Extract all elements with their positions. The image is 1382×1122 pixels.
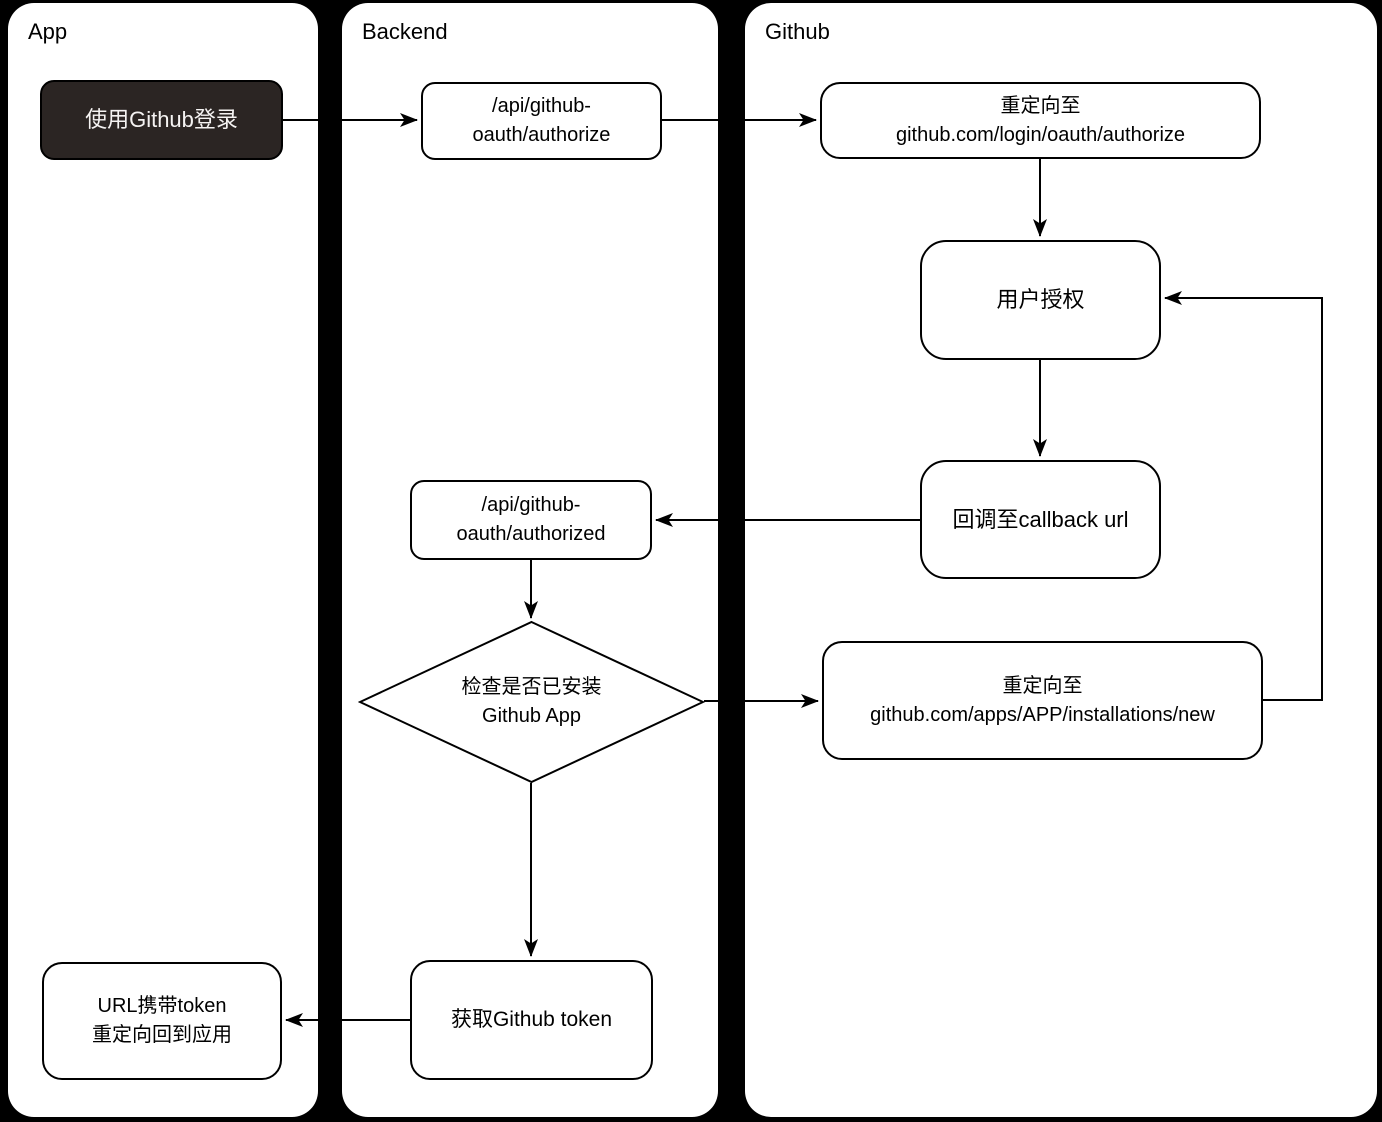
node-url-token-redirect-back-line2: 重定向回到应用 xyxy=(92,1024,232,1046)
node-user-authorize-label: 用户授权 xyxy=(996,287,1085,313)
lane-app: App xyxy=(8,3,318,1117)
node-check-github-app-installed: 检查是否已安装 Github App xyxy=(358,620,705,784)
node-api-github-oauth-authorized-line1: /api/github- xyxy=(481,494,581,516)
node-redirect-github-oauth-authorize-line1: 重定向至 xyxy=(1000,94,1081,117)
decision-diamond-shape xyxy=(358,620,705,784)
node-check-github-app-installed-line1: 检查是否已安装 xyxy=(461,676,602,698)
node-callback-url-label: 回调至callback url xyxy=(952,506,1129,532)
node-user-authorize: 用户授权 xyxy=(920,240,1161,360)
node-url-token-redirect-back: URL携带token 重定向回到应用 xyxy=(42,962,282,1080)
node-redirect-app-installations-new-line2: github.com/apps/APP/installations/new xyxy=(870,703,1215,726)
node-check-github-app-installed-line2: Github App xyxy=(482,705,581,727)
node-redirect-github-oauth-authorize: 重定向至 github.com/login/oauth/authorize xyxy=(820,82,1261,159)
node-login-with-github: 使用Github登录 xyxy=(40,80,283,160)
lane-app-title: App xyxy=(28,19,68,44)
node-api-github-oauth-authorized: /api/github- oauth/authorized xyxy=(410,480,652,560)
node-api-github-oauth-authorize-line1: /api/github- xyxy=(492,95,591,117)
node-login-with-github-label: 使用Github登录 xyxy=(85,107,238,133)
node-redirect-github-oauth-authorize-line2: github.com/login/oauth/authorize xyxy=(895,123,1186,146)
lane-backend-title: Backend xyxy=(362,19,448,44)
node-api-github-oauth-authorized-line2: oauth/authorized xyxy=(456,523,606,545)
node-get-github-token-label: 获取Github token xyxy=(450,1007,613,1031)
node-redirect-app-installations-new: 重定向至 github.com/apps/APP/installations/n… xyxy=(822,641,1263,760)
node-check-github-app-installed-label: 检查是否已安装 Github App xyxy=(358,620,705,784)
node-url-token-redirect-back-line1: URL携带token xyxy=(97,995,227,1017)
node-redirect-app-installations-new-line1: 重定向至 xyxy=(1002,674,1083,697)
node-api-github-oauth-authorize: /api/github- oauth/authorize xyxy=(421,82,662,160)
lane-github-title: Github xyxy=(765,19,830,44)
node-api-github-oauth-authorize-line2: oauth/authorize xyxy=(472,124,611,146)
node-get-github-token: 获取Github token xyxy=(410,960,653,1080)
node-callback-url: 回调至callback url xyxy=(920,460,1161,579)
lane-backend: Backend xyxy=(342,3,718,1117)
